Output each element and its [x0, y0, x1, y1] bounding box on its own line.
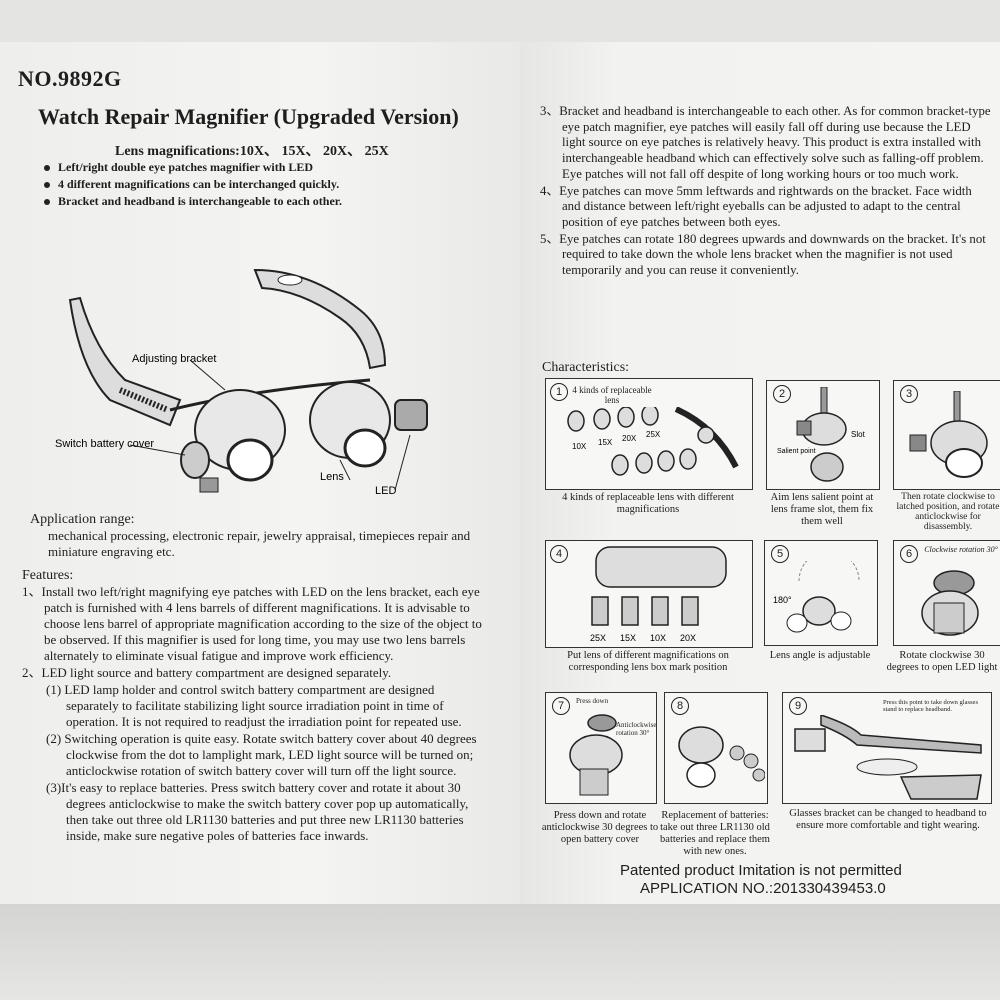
characteristic-panel-9: 9 Press this point to take down glasses … [782, 692, 992, 804]
angle-adjust-illustration: 180° [773, 561, 860, 633]
highlight-item: Bracket and headband is interchangeable … [40, 194, 480, 209]
rotation-label: Clockwise rotation 30° [924, 545, 998, 554]
characteristic-panel-6: 6 Clockwise rotation 30° [893, 540, 1000, 646]
lens-barrels-illustration: 10X 15X 20X 25X [567, 407, 739, 476]
mag-label: 20X [680, 633, 696, 643]
characteristic-panel-4: 4 25X 15X 10X 20X [545, 540, 753, 648]
highlight-item: Left/right double eye patches magnifier … [40, 160, 480, 175]
headband-swap-illustration [794, 715, 982, 800]
battery-cover-illustration [569, 714, 623, 796]
application-range-text: mechanical processing, electronic repair… [48, 528, 471, 559]
feature-item-2-1: (1) LED lamp holder and control switch b… [46, 682, 462, 729]
panel-caption: Aim lens salient point at lens frame slo… [770, 492, 874, 527]
characteristic-panel-1: 1 4 kinds of replaceable lens 10X 15X 20… [545, 378, 753, 490]
step-number: 5 [771, 545, 789, 563]
label-adjusting-bracket: Adjusting bracket [132, 353, 216, 365]
step-number: 6 [900, 545, 918, 563]
panel-caption: Lens angle is adjustable [769, 650, 871, 661]
feature-item-3: 3、Bracket and headband is interchangeabl… [540, 104, 991, 181]
angle-label: 180° [773, 595, 792, 605]
slot-label: Slot [851, 430, 866, 439]
label-lens: Lens [320, 471, 344, 483]
characteristics-heading: Characteristics: [542, 360, 630, 375]
mag-label: 10X [572, 442, 587, 451]
step-number: 9 [789, 697, 807, 715]
mag-label: 20X [622, 434, 637, 443]
mag-label: 15X [598, 438, 613, 447]
characteristic-panel-5: 5 180° [764, 540, 878, 646]
application-number: APPLICATION NO.:201330439453.0 [640, 880, 886, 897]
rotation-label: Anticlockwise rotation 30° [616, 721, 657, 737]
panel-caption: Press down and rotate anticlockwise 30 d… [541, 810, 659, 845]
step-number: 4 [550, 545, 568, 563]
salient-point-label: Salient point [777, 448, 816, 455]
table-surface [0, 904, 1000, 1000]
press-down-label: Press down [576, 697, 609, 705]
feature-item-2-2: (2) Switching operation is quite easy. R… [46, 731, 477, 778]
panel-caption: Put lens of different magnifications on … [567, 650, 729, 673]
panel-caption: Rotate clockwise 30 degrees to open LED … [886, 650, 998, 673]
step-number: 3 [900, 385, 918, 403]
characteristic-panel-7: 7 Press down Anticlockwise rotation 30° [545, 692, 657, 804]
panel-caption: Then rotate clockwise to latched positio… [896, 492, 1000, 532]
step-number: 2 [773, 385, 791, 403]
highlight-item: 4 different magnifications can be interc… [40, 177, 480, 192]
characteristic-panel-8: 8 [664, 692, 768, 804]
panel-label: 4 kinds of replaceable lens [572, 385, 652, 405]
lens-magnifications: Lens magnifications:10X、 15X、 20X、 25X [115, 144, 389, 159]
label-switch-battery-cover: Switch battery cover [55, 438, 154, 450]
step-number: 1 [550, 383, 568, 401]
feature-item-2-3: (3)It's easy to replace batteries. Press… [46, 780, 469, 843]
panel-caption: 4 kinds of replaceable lens with differe… [562, 492, 734, 515]
headband-note: Press this point to take down glasses st… [883, 699, 978, 713]
application-range-heading: Application range: [30, 512, 135, 527]
mag-label: 15X [620, 633, 636, 643]
mag-label: 25X [590, 633, 606, 643]
panel-caption: Replacement of batteries: take out three… [660, 810, 770, 857]
feature-item-5: 5、Eye patches can rotate 180 degrees upw… [540, 231, 986, 278]
rotate-lock-illustration [909, 391, 988, 478]
characteristic-panel-3: 3 [893, 380, 1000, 490]
feature-item-1: 1、Install two left/right magnifying eye … [22, 584, 482, 663]
page-title: Watch Repair Magnifier (Upgraded Version… [38, 104, 459, 129]
characteristic-panel-2: 2 Slot Salient point [766, 380, 880, 490]
panel-caption: Glasses bracket can be changed to headba… [789, 808, 987, 831]
mag-label: 10X [650, 633, 666, 643]
step-number: 8 [671, 697, 689, 715]
step-number: 7 [552, 697, 570, 715]
led-switch-illustration [921, 570, 979, 636]
features-heading: Features: [22, 568, 74, 583]
feature-item-4: 4、Eye patches can move 5mm leftwards and… [540, 183, 972, 229]
features-list: 1、Install two left/right magnifying eye … [22, 584, 482, 845]
model-number: NO.9892G [18, 66, 122, 91]
highlight-list: Left/right double eye patches magnifier … [40, 158, 480, 211]
magnifier-diagram: Adjusting bracket Switch battery cover L… [55, 268, 428, 497]
patent-notice: Patented product Imitation is not permit… [620, 862, 902, 879]
lens-box-illustration: 25X 15X 10X 20X [590, 546, 727, 643]
mag-label: 25X [646, 430, 661, 439]
battery-replacement-illustration [678, 726, 765, 788]
label-led: LED [375, 485, 396, 497]
features-continued: 3、Bracket and headband is interchangeabl… [540, 104, 992, 280]
lens-fitting-illustration: Slot Salient point [777, 387, 866, 482]
feature-item-2: 2、LED light source and battery compartme… [22, 665, 392, 680]
